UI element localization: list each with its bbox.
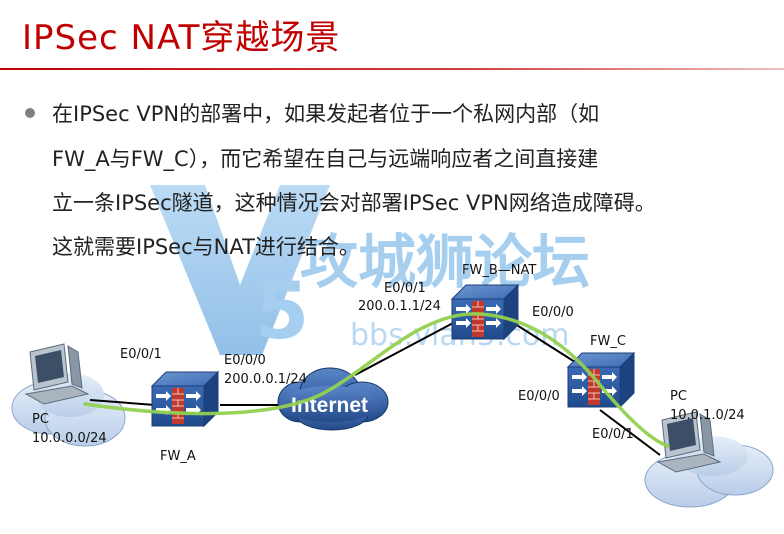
link-fw-b-fw-c: [511, 321, 576, 363]
ipsec-tunnel-path: [83, 312, 670, 448]
pc-right-subnet: 10.0.1.0/24: [670, 408, 745, 423]
watermark-logo-five: 5: [255, 267, 309, 357]
fw-b-outside-ip: 200.0.1.1/24: [358, 299, 441, 314]
fw-c-port-lan: E0/0/1: [592, 427, 634, 442]
bullet-dot: [25, 108, 35, 118]
slide-title: IPSec NAT穿越场景: [22, 18, 341, 58]
fw-a-port-inside: E0/0/1: [120, 347, 162, 362]
fw-c-name: FW_C: [590, 334, 626, 349]
fw-b-name: FW_B—NAT: [462, 263, 536, 278]
fw-c-port-uplink: E0/0/0: [518, 389, 560, 404]
paragraph-line: 立一条IPSec隧道，这种情况会对部署IPSec VPN网络造成障碍。: [52, 191, 656, 215]
internet-label: Internet: [291, 394, 368, 417]
pc-left-subnet: 10.0.0.0/24: [32, 431, 107, 446]
link-internet-fw-b: [354, 321, 456, 376]
paragraph-line: FW_A与FW_C），而它希望在自己与远端响应者之间直接建: [52, 147, 599, 171]
title-underline: [0, 68, 784, 70]
paragraph-line: 在IPSec VPN的部署中，如果发起者位于一个私网内部（如: [52, 102, 600, 126]
link-fw-c-pc-right: [599, 409, 661, 456]
link-pc-left-fw-a: [89, 399, 156, 406]
fw-b-port-inside: E0/0/0: [532, 305, 574, 320]
fw-b-port-outside: E0/0/1: [384, 281, 426, 296]
watermark-logo-v: [150, 185, 330, 355]
pc-right-name: PC: [670, 389, 687, 404]
firewall-fw-a-icon: [151, 371, 219, 427]
fw-a-port-outside: E0/0/0: [224, 353, 266, 368]
pc-left: [24, 343, 90, 405]
firewall-fw-b-icon: [451, 284, 519, 340]
fw-a-name: FW_A: [160, 449, 196, 464]
watermark-site-name: 攻城狮论坛: [300, 228, 590, 296]
pc-left-name: PC: [32, 412, 49, 427]
paragraph-line: 这就需要IPSec与NAT进行结合。: [52, 235, 360, 259]
fw-a-outside-ip: 200.0.0.1/24: [224, 372, 307, 387]
